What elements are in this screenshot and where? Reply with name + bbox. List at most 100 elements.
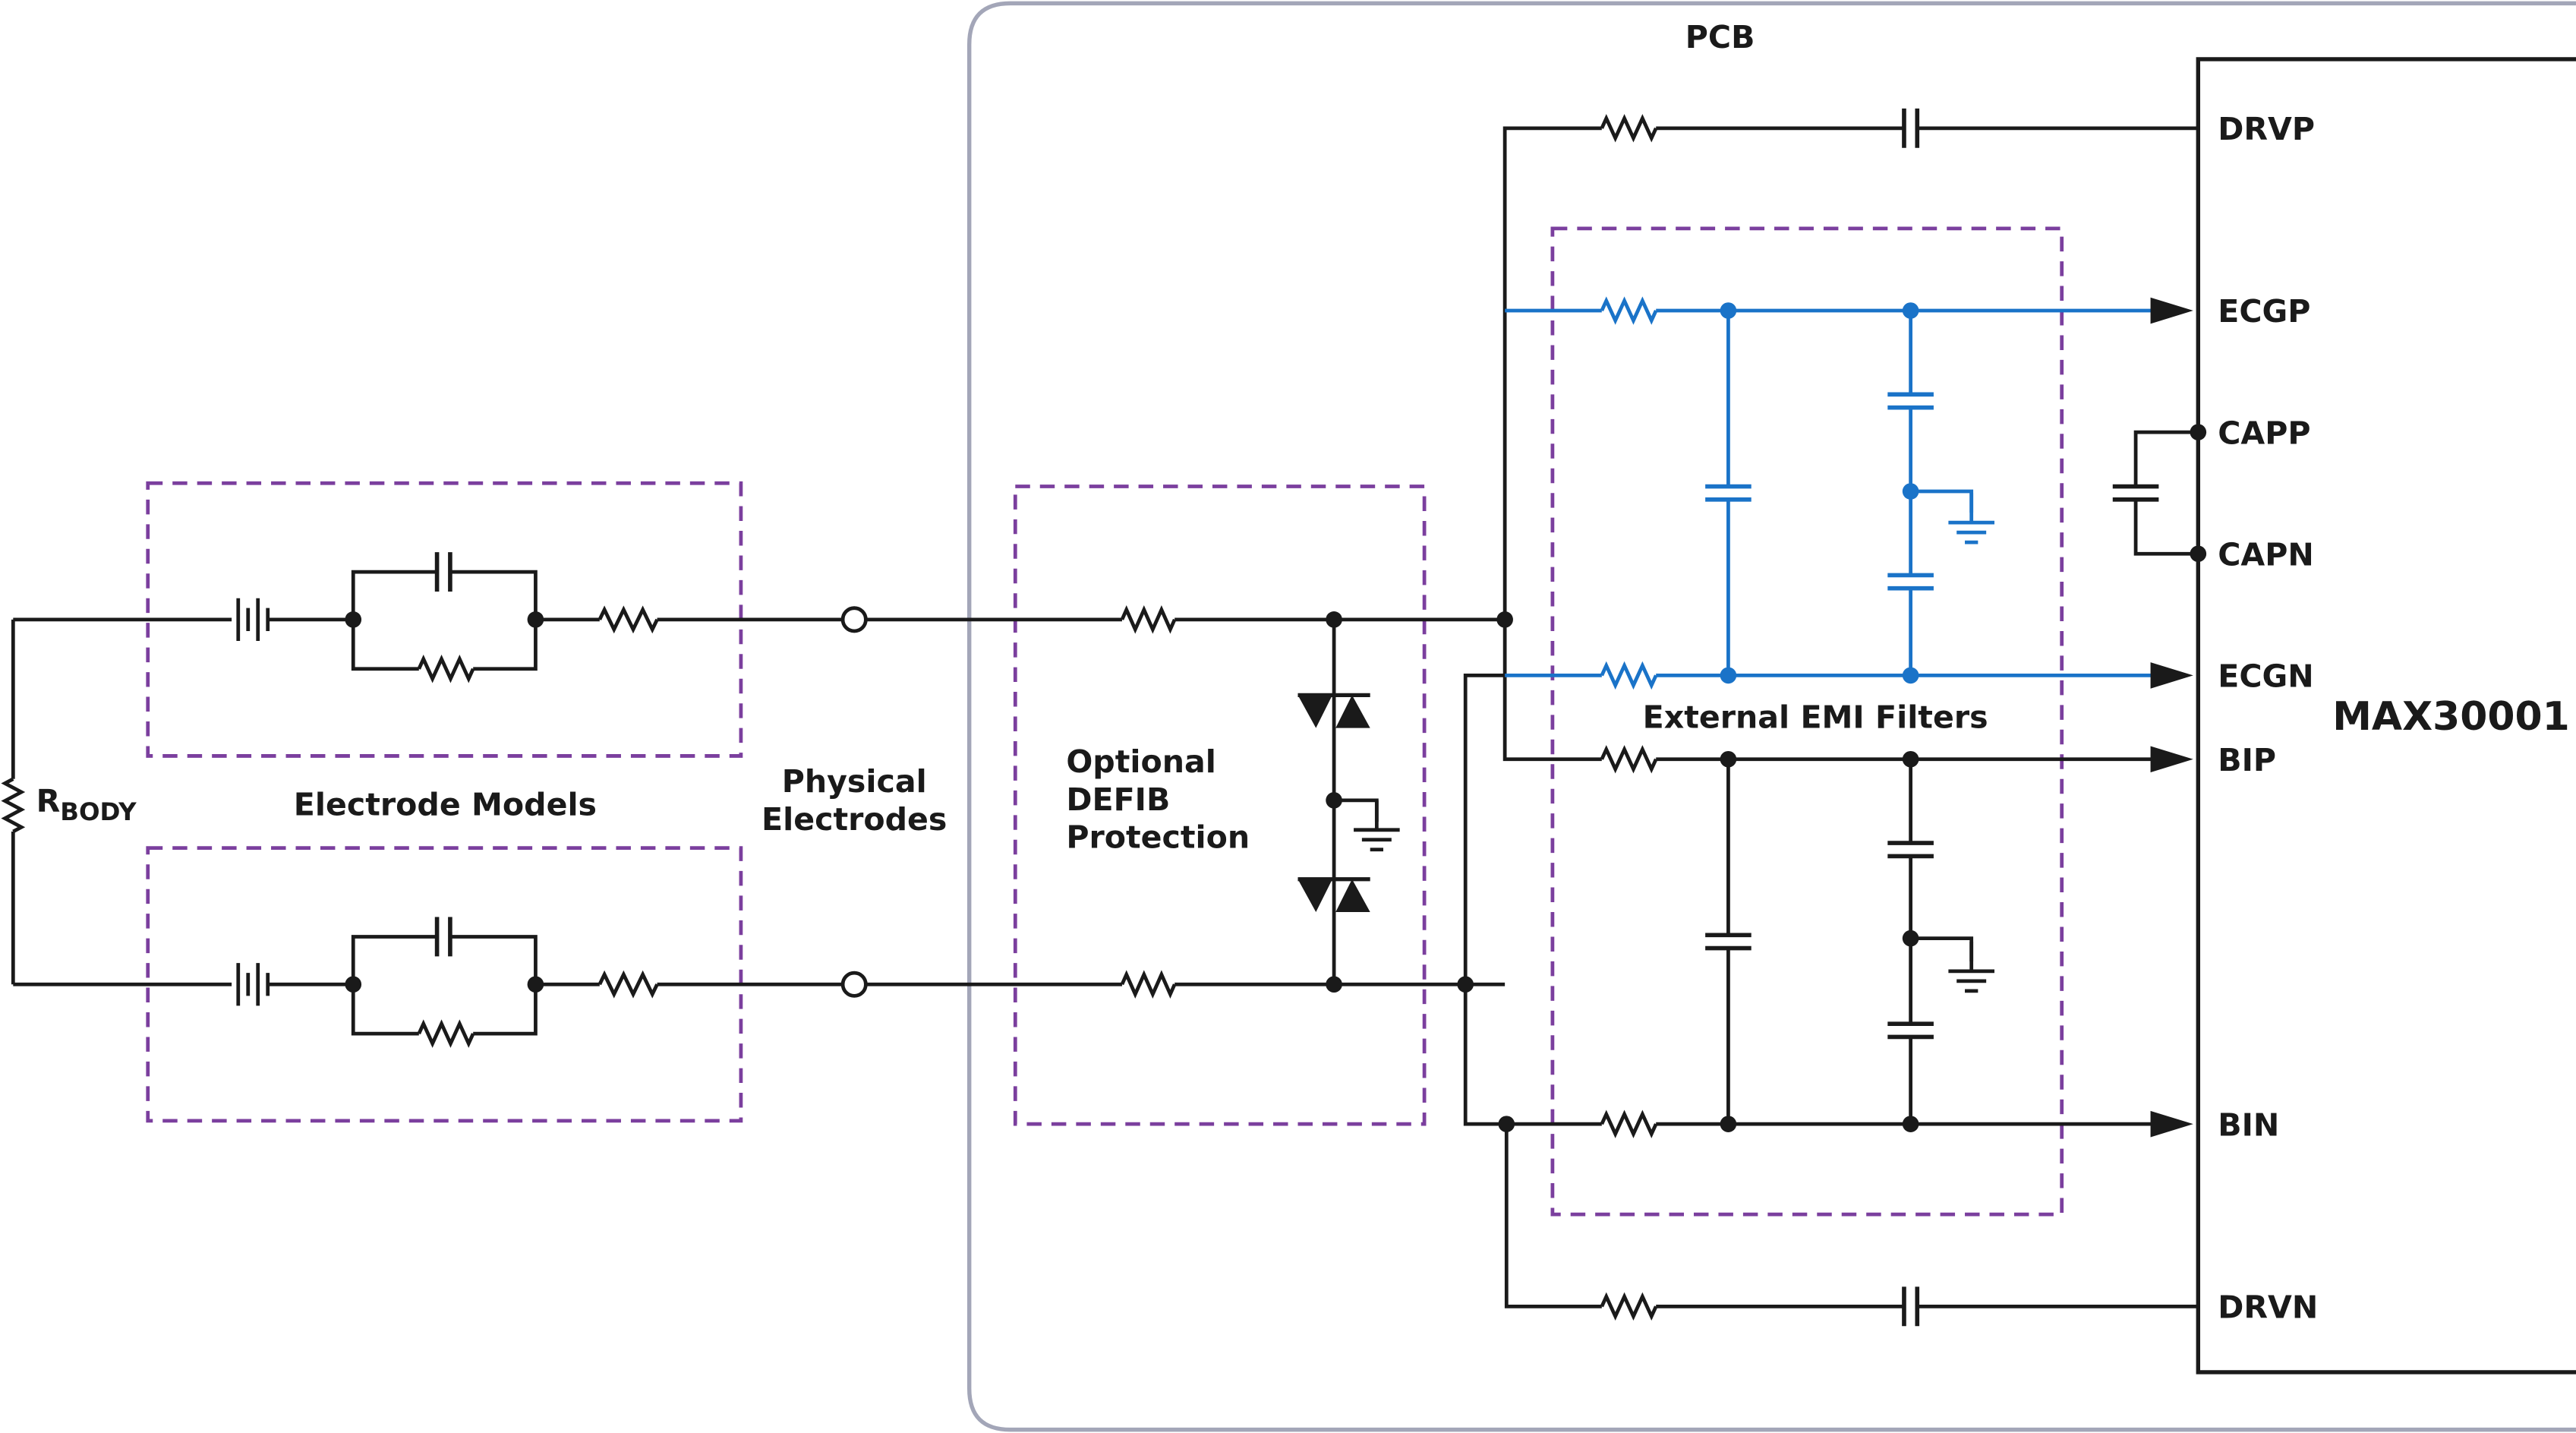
defib-label-2: DEFIB (1066, 781, 1170, 818)
junction-dot (1720, 302, 1737, 319)
gap (1887, 394, 1934, 408)
gap (1887, 1024, 1934, 1037)
emi-filter-box (1550, 226, 2064, 1217)
resistor-icon (417, 1019, 475, 1048)
resistor-icon (1600, 745, 1658, 774)
capacitor-icon (1887, 1021, 1934, 1040)
junction-dot (1720, 1116, 1737, 1132)
defib-label-3: Protection (1066, 819, 1250, 856)
wire (1910, 489, 1974, 513)
junction-dot (1902, 1116, 1919, 1132)
resistor-icon (1600, 661, 1658, 690)
resistor-icon (597, 605, 659, 634)
gap (1903, 108, 1918, 148)
resistor-icon (597, 970, 659, 999)
pin-bin: BIN (2218, 1106, 2279, 1143)
junction-dot (1498, 1116, 1515, 1132)
electrode-terminal-icon (840, 606, 868, 633)
resistor-icon (1600, 114, 1658, 143)
gap (1887, 843, 1934, 857)
arrow-icon (2150, 662, 2193, 689)
gap (437, 917, 450, 957)
battery-icon (236, 598, 270, 641)
junction-dot (345, 611, 362, 628)
capacitor-icon (434, 552, 452, 592)
gap (437, 552, 450, 592)
capacitor-icon (1887, 573, 1934, 591)
tvs-diode-icon (1297, 879, 1370, 913)
emi-filters-label: External EMI Filters (1643, 699, 1988, 736)
max30001-chip-outline (2196, 57, 2576, 1375)
wire (1502, 126, 2199, 620)
rbody-label: RBODY (36, 783, 137, 826)
ground-icon (1948, 493, 1994, 544)
junction-dot (1326, 611, 1342, 628)
battery-icon (236, 963, 270, 1006)
junction-dot (1902, 750, 1919, 768)
wire (1504, 1124, 2199, 1308)
capacitor-icon (2112, 484, 2159, 502)
arrow-icon (2150, 1110, 2193, 1138)
capacitor-icon (1705, 933, 1751, 951)
wire (1463, 674, 1506, 985)
junction-dot (527, 976, 544, 993)
physical-electrodes-label-1: Physical (782, 763, 927, 800)
gap (1887, 575, 1934, 589)
wire (1910, 936, 1974, 961)
pin-capn: CAPN (2218, 536, 2314, 573)
pin-ecgn: ECGN (2218, 658, 2313, 695)
resistor-icon (417, 655, 475, 683)
capacitor-icon (1705, 484, 1751, 502)
wire (1463, 984, 2152, 1126)
junction-dot (1720, 750, 1737, 768)
capacitor-icon (1902, 108, 1920, 148)
capacitor-icon (1902, 1286, 1920, 1327)
resistor-icon (1600, 1109, 1658, 1138)
junction-dot (1720, 667, 1737, 684)
pin-drvp: DRVP (2218, 111, 2315, 147)
resistor-icon (1, 777, 26, 834)
junction-dot (1496, 611, 1513, 628)
defib-protection-box (1013, 485, 1427, 1126)
arrow-icon (2150, 746, 2193, 773)
junction-dot (1902, 930, 1919, 947)
ground-icon (1354, 800, 1400, 852)
junction-dot (527, 611, 544, 628)
gap (1903, 1286, 1918, 1327)
junction-dot (345, 976, 362, 993)
pin-drvn: DRVN (2218, 1289, 2318, 1325)
pin-ecgp: ECGP (2218, 293, 2310, 330)
chip-label: MAX30001 (2332, 694, 2570, 740)
electrode-terminal-icon (840, 971, 868, 998)
junction-dot (1902, 667, 1919, 684)
resistor-icon (1120, 604, 1177, 634)
tvs-diode-icon (1297, 695, 1370, 728)
arrow-icon (2150, 297, 2193, 324)
resistor-icon (1120, 970, 1177, 999)
pcb-outline (966, 1, 2576, 1432)
resistor-icon (1600, 296, 1658, 325)
junction-dot (2190, 545, 2207, 563)
physical-electrodes-label-2: Electrodes (761, 801, 947, 838)
junction-dot (1326, 976, 1342, 993)
capacitor-icon (1887, 841, 1934, 859)
ground-icon (1948, 941, 1994, 993)
capacitor-icon (434, 917, 452, 957)
gap (1705, 935, 1751, 948)
gap (1705, 486, 1751, 500)
gap (2112, 486, 2159, 500)
junction-dot (1902, 483, 1919, 500)
junction-dot (1902, 302, 1919, 319)
pin-capp: CAPP (2218, 415, 2310, 451)
wire (1502, 619, 2152, 762)
junction-dot (1326, 792, 1342, 809)
capacitor-icon (1887, 392, 1934, 410)
junction-dot (2190, 424, 2207, 440)
pcb-label: PCB (1685, 19, 1755, 55)
resistor-icon (1600, 1292, 1658, 1321)
junction-dot (1457, 976, 1474, 993)
defib-label-1: Optional (1066, 743, 1215, 780)
electrode-models-label: Electrode Models (294, 786, 597, 822)
